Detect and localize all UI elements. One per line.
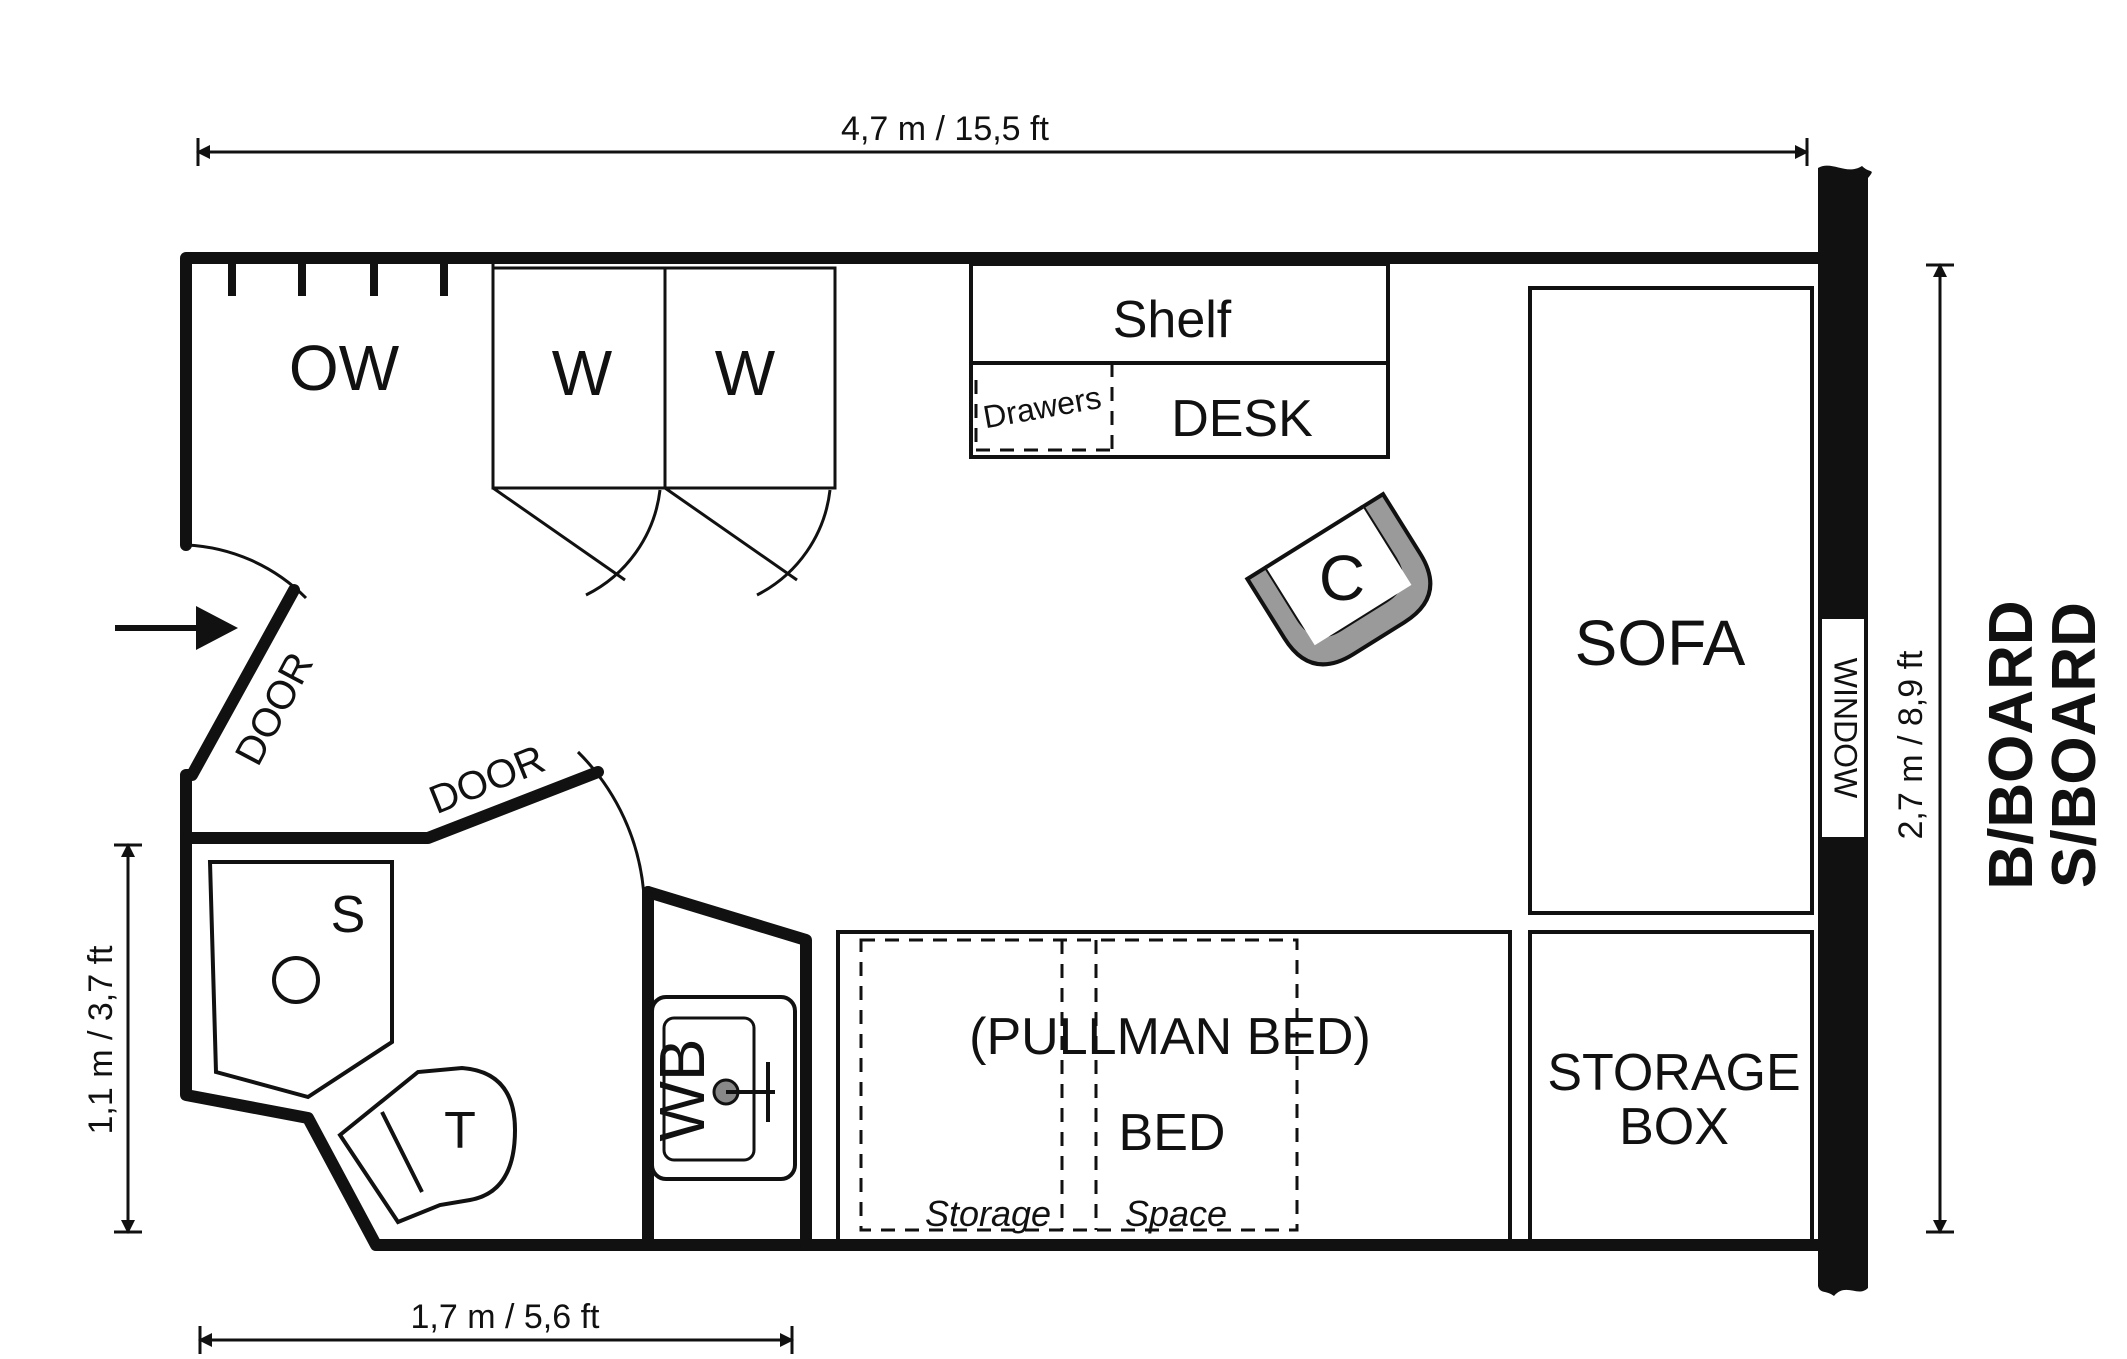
chair: C [1244,491,1433,667]
storage-label: Storage [925,1193,1051,1234]
entry-door-label: DOOR [227,646,322,773]
ow-label: OW [289,332,400,404]
entry-arrow-icon [115,606,238,650]
dimension-left: 1,1 m / 3,7 ft [82,843,142,1234]
dimension-right-label: 2,7 m / 8,9 ft [1892,650,1930,840]
storage-box-label-line1: STORAGE [1547,1044,1800,1102]
sofa-label: SOFA [1575,607,1746,679]
wardrobe-1-label: W [552,337,613,409]
side-label-sboard: S/BOARD [2040,602,2109,888]
window-label: WINDOW [1828,658,1864,799]
washbasin-label: WB [646,1038,718,1141]
shower-drain-icon [272,956,320,1004]
bathroom: DOOR S T WB [180,737,812,1251]
toilet-label: T [444,1102,476,1160]
space-label: Space [1125,1193,1227,1234]
storage-box: STORAGE BOX [1528,930,1814,1246]
dimension-right: 2,7 m / 8,9 ft [1892,263,1954,1234]
shower: S [207,860,394,1100]
dimension-bottom-label: 1,7 m / 5,6 ft [411,1298,601,1336]
wardrobe-2-label: W [715,337,776,409]
open-wardrobe: OW [228,262,495,404]
window: WINDOW [1820,617,1866,839]
chair-label: C [1319,542,1365,614]
bed: (PULLMAN BED) BED Storage Space [836,930,1512,1246]
dimension-top-label: 4,7 m / 15,5 ft [841,110,1049,148]
pullman-bed-label: (PULLMAN BED) [969,1008,1371,1066]
desk-label: DESK [1171,390,1313,448]
dimension-bottom: 1,7 m / 5,6 ft [198,1298,794,1354]
shelf-label: Shelf [1113,291,1232,349]
storage-box-label-line2: BOX [1619,1098,1729,1156]
shower-label: S [331,886,366,944]
dimension-left-label: 1,1 m / 3,7 ft [82,945,120,1135]
outer-walls [180,165,1872,1297]
toilet: T [337,1065,518,1225]
bed-label: BED [1119,1104,1226,1162]
washbasin: WB [646,995,797,1181]
side-label-bboard: B/BOARD [1977,600,2046,889]
drawers-label: Drawers [980,379,1104,435]
wardrobe-1: W [491,266,667,597]
sofa: SOFA [1528,286,1814,915]
dimension-top: 4,7 m / 15,5 ft [196,110,1809,166]
shelf-desk-unit: Shelf Drawers DESK [969,262,1390,459]
wardrobe-2: W [663,266,837,597]
